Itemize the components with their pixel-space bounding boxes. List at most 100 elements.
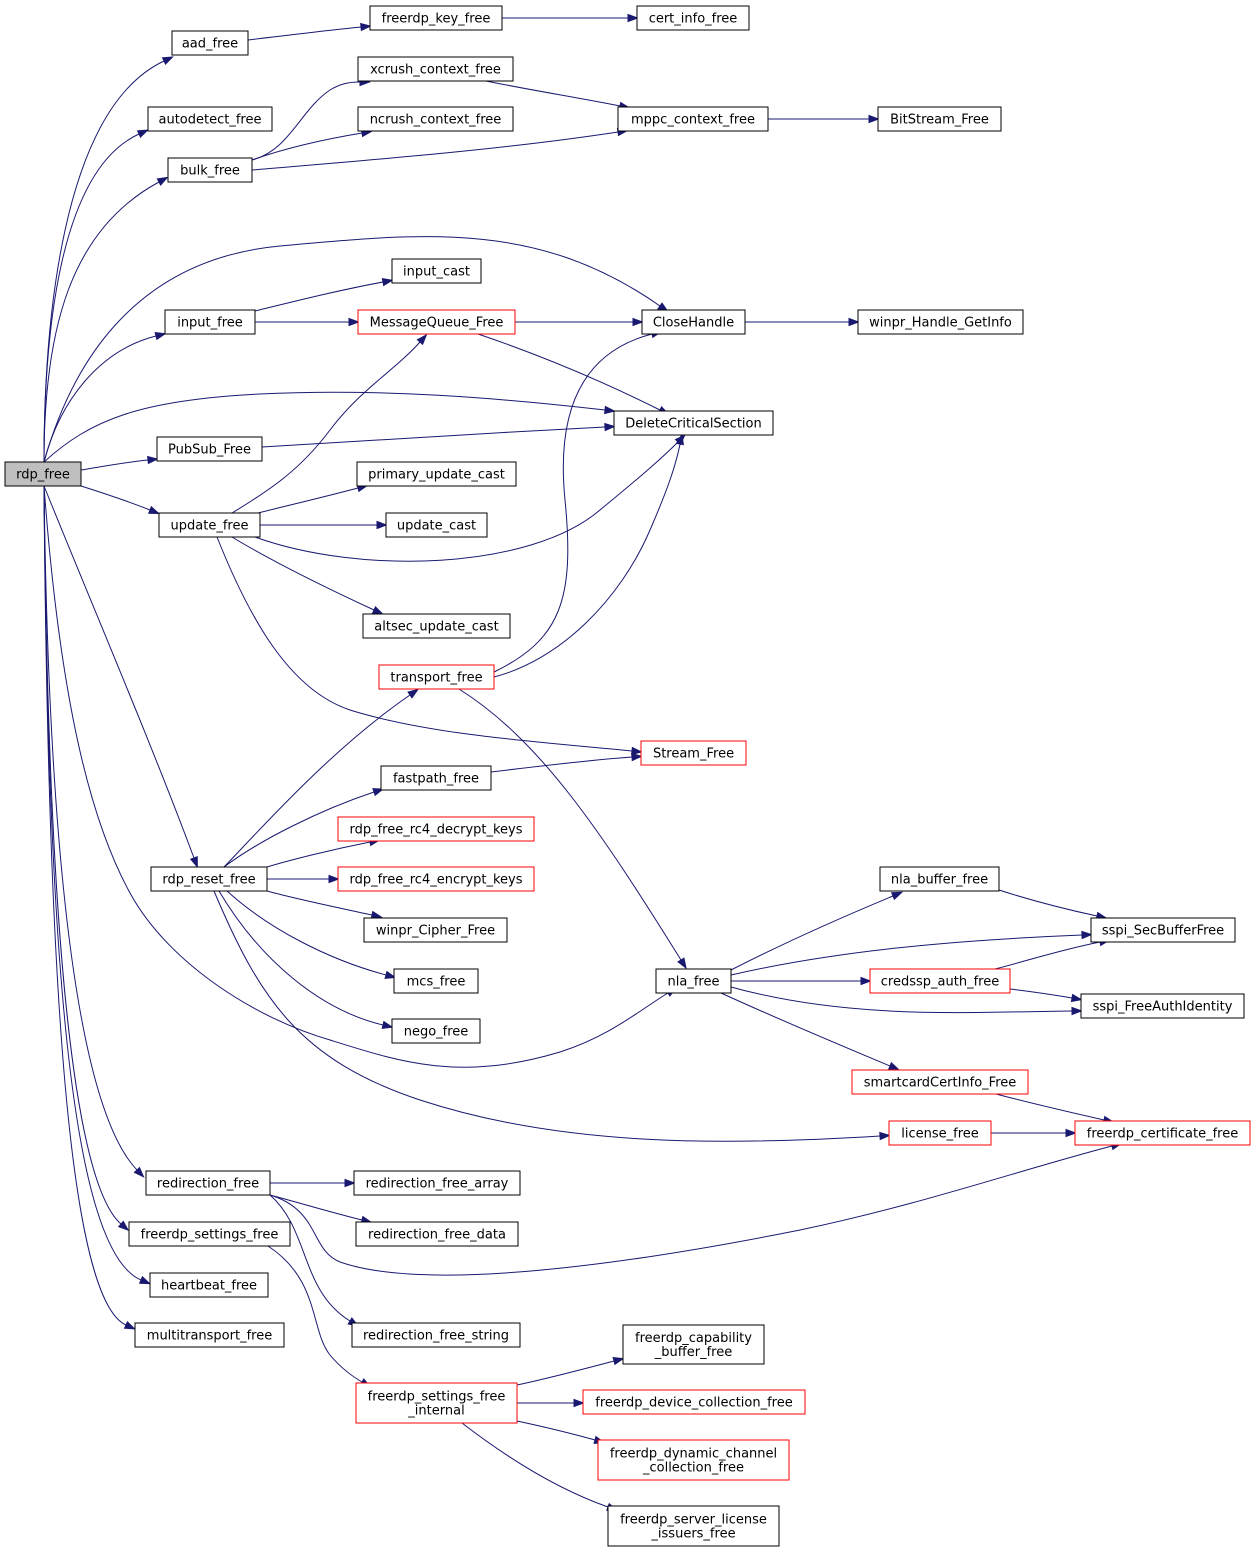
node-MessageQueue_Free[interactable]: MessageQueue_Free (357, 309, 516, 335)
edge-input_free-to-MessageQueue_Free (255, 317, 360, 327)
node-primary_update_cast[interactable]: primary_update_cast (356, 461, 517, 487)
node-freerdp_server_license_issuers_free[interactable]: freerdp_server_license_issuers_free (607, 1505, 780, 1547)
node-label: freerdp_settings_free (141, 1228, 279, 1243)
node-box (145, 1170, 271, 1196)
node-label: mcs_free (407, 975, 466, 990)
node-box (879, 866, 1000, 892)
node-label: primary_update_cast (368, 468, 505, 483)
node-box (869, 968, 1011, 994)
node-ncrush_context_free[interactable]: ncrush_context_free (357, 106, 514, 132)
node-bulk_free[interactable]: bulk_free (167, 157, 253, 183)
node-label: update_cast (397, 519, 476, 534)
node-cert_info_free[interactable]: cert_info_free (636, 5, 750, 31)
node-freerdp_settings_free[interactable]: freerdp_settings_free (128, 1221, 291, 1247)
node-label: _collection_free (642, 1461, 744, 1476)
edge-rdp_free-to-bulk_free (43, 176, 169, 463)
node-winpr_Handle_GetInfo[interactable]: winpr_Handle_GetInfo (857, 309, 1024, 335)
node-sspi_FreeAuthIdentity[interactable]: sspi_FreeAuthIdentity (1080, 993, 1245, 1019)
node-freerdp_device_collection_free[interactable]: freerdp_device_collection_free (582, 1389, 806, 1415)
node-mcs_free[interactable]: mcs_free (393, 968, 479, 994)
node-label: DeleteCriticalSection (625, 417, 761, 432)
node-redirection_free_data[interactable]: redirection_free_data (355, 1221, 519, 1247)
node-PubSub_Free[interactable]: PubSub_Free (156, 436, 263, 462)
edge-arrowhead (147, 505, 161, 515)
node-nla_buffer_free[interactable]: nla_buffer_free (879, 866, 1000, 892)
edge-arrowhead (371, 605, 384, 615)
node-redirection_free_string[interactable]: redirection_free_string (351, 1322, 521, 1348)
node-label: transport_free (390, 671, 482, 686)
nodes-layer: rdp_free aad_free autodetect_free bulk_free… (4, 5, 1251, 1547)
edge-arrowhead (612, 1357, 625, 1366)
edge-CloseHandle-to-winpr_Handle_GetInfo (745, 317, 860, 327)
node-label: freerdp_device_collection_free (595, 1396, 792, 1411)
node-transport_free[interactable]: transport_free (378, 664, 495, 690)
node-autodetect_free[interactable]: autodetect_free (147, 106, 273, 132)
node-fastpath_free[interactable]: fastpath_free (380, 765, 492, 791)
node-update_cast[interactable]: update_cast (385, 512, 488, 538)
node-freerdp_certificate_free[interactable]: freerdp_certificate_free (1074, 1120, 1251, 1146)
node-redirection_free[interactable]: redirection_free (145, 1170, 271, 1196)
edge-arrowhead (381, 277, 394, 287)
edge-arrowhead (348, 317, 360, 327)
edge-arrowhead (632, 317, 644, 327)
node-label: freerdp_dynamic_channel (610, 1447, 777, 1462)
node-update_free[interactable]: update_free (158, 512, 261, 538)
node-rdp_free[interactable]: rdp_free (4, 461, 82, 487)
node-box (393, 968, 479, 994)
node-redirection_free_array[interactable]: redirection_free_array (353, 1170, 521, 1196)
edge-arrowhead (631, 752, 643, 762)
node-freerdp_dynamic_channel_collection_free[interactable]: freerdp_dynamic_channel_collection_free (597, 1439, 790, 1481)
node-sspi_SecBufferFree[interactable]: sspi_SecBufferFree (1090, 917, 1236, 943)
node-altsec_update_cast[interactable]: altsec_update_cast (362, 613, 511, 639)
edge-nla_free-to-credssp_auth_free (731, 976, 872, 986)
edge-arrowhead (407, 688, 420, 699)
node-nego_free[interactable]: nego_free (391, 1018, 481, 1044)
node-label: freerdp_settings_free (368, 1390, 506, 1405)
node-heartbeat_free[interactable]: heartbeat_free (149, 1272, 269, 1298)
node-label: nego_free (404, 1025, 469, 1040)
edge-freerdp_settings_free_internal-to-freerdp_server_license_issuers_free (461, 1422, 619, 1511)
node-multitransport_free[interactable]: multitransport_free (134, 1322, 285, 1348)
node-label: winpr_Cipher_Free (376, 924, 495, 939)
edge-arrowhead (1081, 930, 1093, 940)
edge-line (257, 487, 359, 514)
node-box (355, 1221, 519, 1247)
node-BitStream_Free[interactable]: BitStream_Free (877, 106, 1002, 132)
node-box (378, 664, 495, 690)
node-input_cast[interactable]: input_cast (391, 258, 482, 284)
node-DeleteCriticalSection[interactable]: DeleteCriticalSection (613, 410, 774, 436)
edge-line (477, 333, 661, 411)
node-license_free[interactable]: license_free (888, 1120, 992, 1146)
node-input_free[interactable]: input_free (164, 309, 256, 335)
node-smartcardCertInfo_Free[interactable]: smartcardCertInfo_Free (851, 1069, 1029, 1095)
node-mppc_context_free[interactable]: mppc_context_free (617, 106, 769, 132)
node-nla_free[interactable]: nla_free (655, 968, 732, 994)
edge-update_free-to-update_cast (260, 520, 388, 530)
node-label: rdp_free_rc4_encrypt_keys (349, 873, 522, 888)
node-winpr_Cipher_Free[interactable]: winpr_Cipher_Free (363, 917, 508, 943)
node-Stream_Free[interactable]: Stream_Free (640, 740, 747, 766)
node-aad_free[interactable]: aad_free (171, 30, 249, 56)
edge-line (80, 485, 151, 511)
node-box (888, 1120, 992, 1146)
edge-line (254, 281, 384, 312)
node-box (337, 816, 535, 842)
node-freerdp_key_free[interactable]: freerdp_key_free (369, 5, 503, 31)
node-label: heartbeat_free (161, 1279, 257, 1294)
node-label: credssp_auth_free (881, 975, 999, 990)
node-CloseHandle[interactable]: CloseHandle (641, 309, 746, 335)
node-rdp_free_rc4_encrypt_keys[interactable]: rdp_free_rc4_encrypt_keys (337, 866, 535, 892)
node-credssp_auth_free[interactable]: credssp_auth_free (869, 968, 1011, 994)
node-freerdp_capability_buffer_free[interactable]: freerdp_capability_buffer_free (622, 1324, 765, 1365)
edge-line (485, 80, 621, 107)
node-rdp_reset_free[interactable]: rdp_reset_free (150, 866, 268, 892)
node-box (128, 1221, 291, 1247)
node-freerdp_settings_free_internal[interactable]: freerdp_settings_free_internal (355, 1382, 518, 1424)
edge-line (516, 1360, 615, 1386)
node-box (607, 1505, 780, 1547)
edge-line (516, 1420, 596, 1441)
node-xcrush_context_free[interactable]: xcrush_context_free (357, 56, 514, 82)
node-rdp_free_rc4_decrypt_keys[interactable]: rdp_free_rc4_decrypt_keys (337, 816, 535, 842)
node-box (355, 1382, 518, 1424)
node-label: update_free (171, 519, 249, 534)
